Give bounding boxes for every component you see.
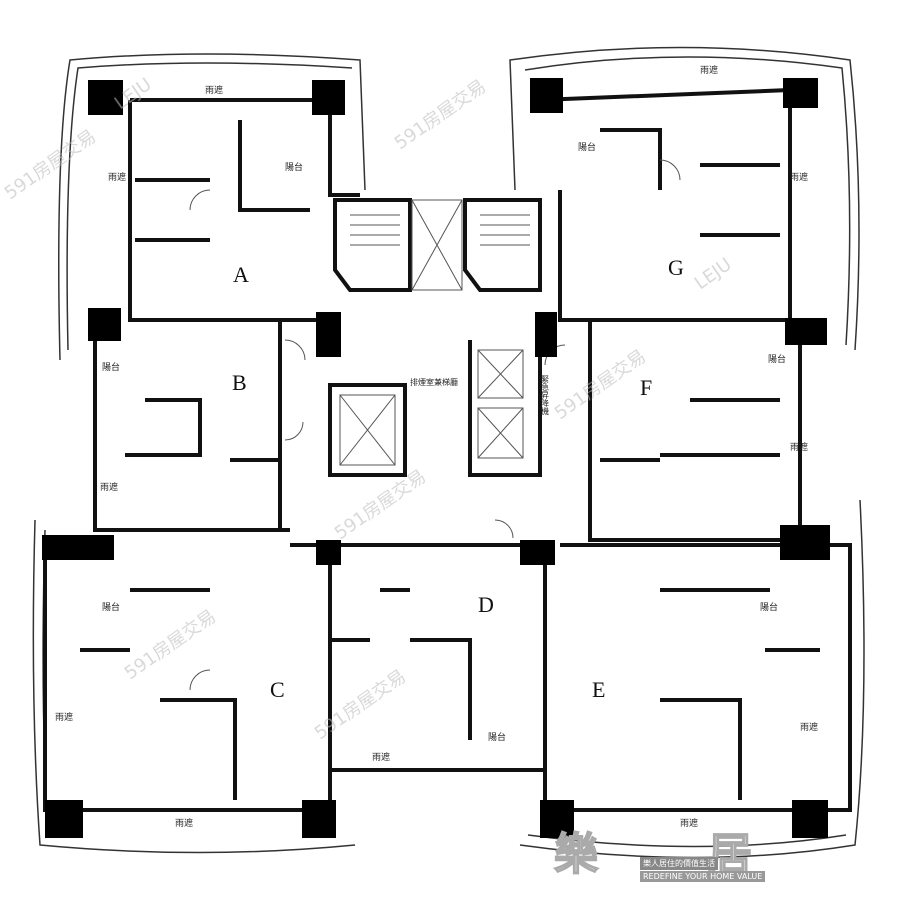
awning-label: 雨遮 (175, 817, 193, 829)
watermark-591: 591房屋交易 (331, 466, 430, 544)
unit-label-c: C (270, 677, 285, 702)
awning-label: 雨遮 (790, 171, 808, 183)
unit-label-f: F (640, 375, 652, 400)
balcony-label: 陽台 (760, 601, 778, 613)
unit-label-g: G (668, 255, 684, 280)
awning-label: 雨遮 (108, 171, 126, 183)
unit-label-e: E (592, 677, 605, 702)
balcony-label: 陽台 (102, 601, 120, 613)
awning-label: 雨遮 (800, 721, 818, 733)
awning-labels: 雨遮 雨遮 雨遮 雨遮 雨遮 雨遮 雨遮 雨遮 雨遮 雨遮 雨遮 (55, 64, 818, 829)
watermark-591: 591房屋交易 (551, 346, 650, 424)
unit-label-d: D (478, 592, 494, 617)
emergency-elevator-label: 緊急昇降機 (541, 375, 550, 416)
unit-label-a: A (233, 262, 249, 287)
logo-tagline-en: REDEFINE YOUR HOME VALUE (640, 871, 766, 882)
awning-label: 雨遮 (372, 751, 390, 763)
stairs-and-elevators (189, 159, 681, 691)
unit-label-b: B (232, 370, 247, 395)
lobby-label: 排煙室兼梯廳 (410, 377, 458, 387)
balcony-label: 陽台 (578, 141, 596, 153)
structural-columns (42, 78, 830, 838)
awning-label: 雨遮 (100, 481, 118, 493)
balcony-label: 陽台 (768, 353, 786, 365)
balcony-label: 陽台 (102, 361, 120, 373)
balcony-labels: 陽台 陽台 陽台 陽台 陽台 陽台 陽台 (102, 141, 786, 743)
watermark-leju: LEJU (691, 254, 736, 294)
watermark-591: 591房屋交易 (1, 126, 100, 204)
walls (43, 87, 852, 812)
watermark-591: 591房屋交易 (121, 606, 220, 684)
awning-label: 雨遮 (700, 64, 718, 76)
awning-label: 雨遮 (205, 84, 223, 96)
watermark-591: 591房屋交易 (391, 76, 490, 154)
awning-label: 雨遮 (790, 441, 808, 453)
balcony-label: 陽台 (488, 731, 506, 743)
awning-label: 雨遮 (55, 711, 73, 723)
logo-tagline-cn: 樂人居住的價值生活 (640, 857, 718, 870)
awning-label: 雨遮 (680, 817, 698, 829)
balcony-label: 陽台 (285, 161, 303, 173)
watermark-591: 591房屋交易 (311, 666, 410, 744)
